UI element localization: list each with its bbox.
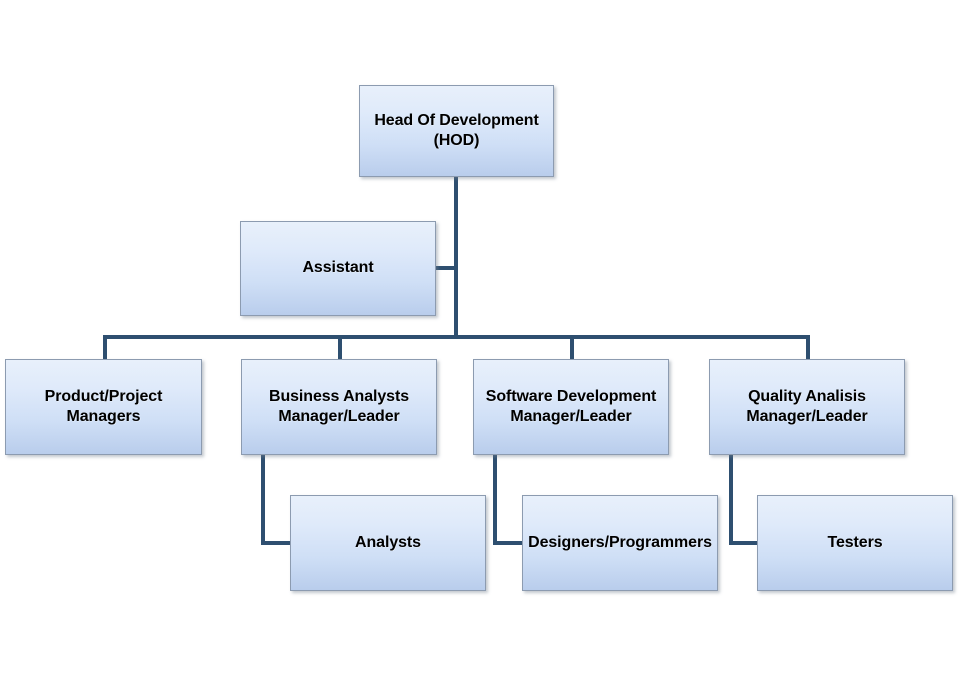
node-label-line1: Software Development [485,387,657,405]
connector-hod-to-assistant [435,266,456,270]
node-label-line1: Head Of Development [374,111,539,129]
node-business-analysts-manager[interactable]: Business Analysts Manager/Leader [241,359,437,455]
node-label-line2: Manager/Leader [746,408,868,425]
node-label-line2: (HOD) [433,132,480,149]
connector-business-analysts-to-analysts [261,541,293,545]
node-label: Business Analysts Manager/Leader [263,387,415,428]
node-label-line1: Product/Project [44,387,163,405]
node-label: Analysts [355,533,421,551]
node-label: Product/Project Managers [39,387,169,428]
node-label: Software Development Manager/Leader [480,387,663,428]
node-designers-programmers[interactable]: Designers/Programmers [522,495,718,591]
node-label: Quality Analisis Manager/Leader [740,387,873,428]
node-label-line2: Manager/Leader [510,408,632,425]
node-label-line2: Managers [66,408,141,425]
connector-to-quality-analisis-manager [806,335,810,360]
node-label: Designers/Programmers [528,533,712,551]
connector-software-development-drop [493,455,497,545]
node-label-line1: Quality Analisis [748,387,866,405]
connector-business-analysts-drop [261,455,265,545]
connector-hod-trunk [454,176,458,339]
node-quality-analisis-manager[interactable]: Quality Analisis Manager/Leader [709,359,905,455]
node-label: Head Of Development (HOD) [368,111,544,152]
connector-quality-analisis-drop [729,455,733,545]
node-head-of-development[interactable]: Head Of Development (HOD) [359,85,554,177]
node-analysts[interactable]: Analysts [290,495,486,591]
node-label-line1: Business Analysts [269,387,409,405]
node-label: Testers [827,533,883,551]
node-product-project-managers[interactable]: Product/Project Managers [5,359,202,455]
connector-to-software-development-manager [570,335,574,360]
connector-level3-distribution-bar [103,335,810,339]
node-assistant[interactable]: Assistant [240,221,436,316]
node-testers[interactable]: Testers [757,495,953,591]
connector-to-business-analysts-manager [338,335,342,360]
node-software-development-manager[interactable]: Software Development Manager/Leader [473,359,669,455]
node-label-line2: Manager/Leader [278,408,400,425]
connector-to-product-project-managers [103,335,107,360]
node-label: Assistant [302,259,374,277]
connector-software-development-to-designers [493,541,525,545]
connector-quality-analisis-to-testers [729,541,761,545]
